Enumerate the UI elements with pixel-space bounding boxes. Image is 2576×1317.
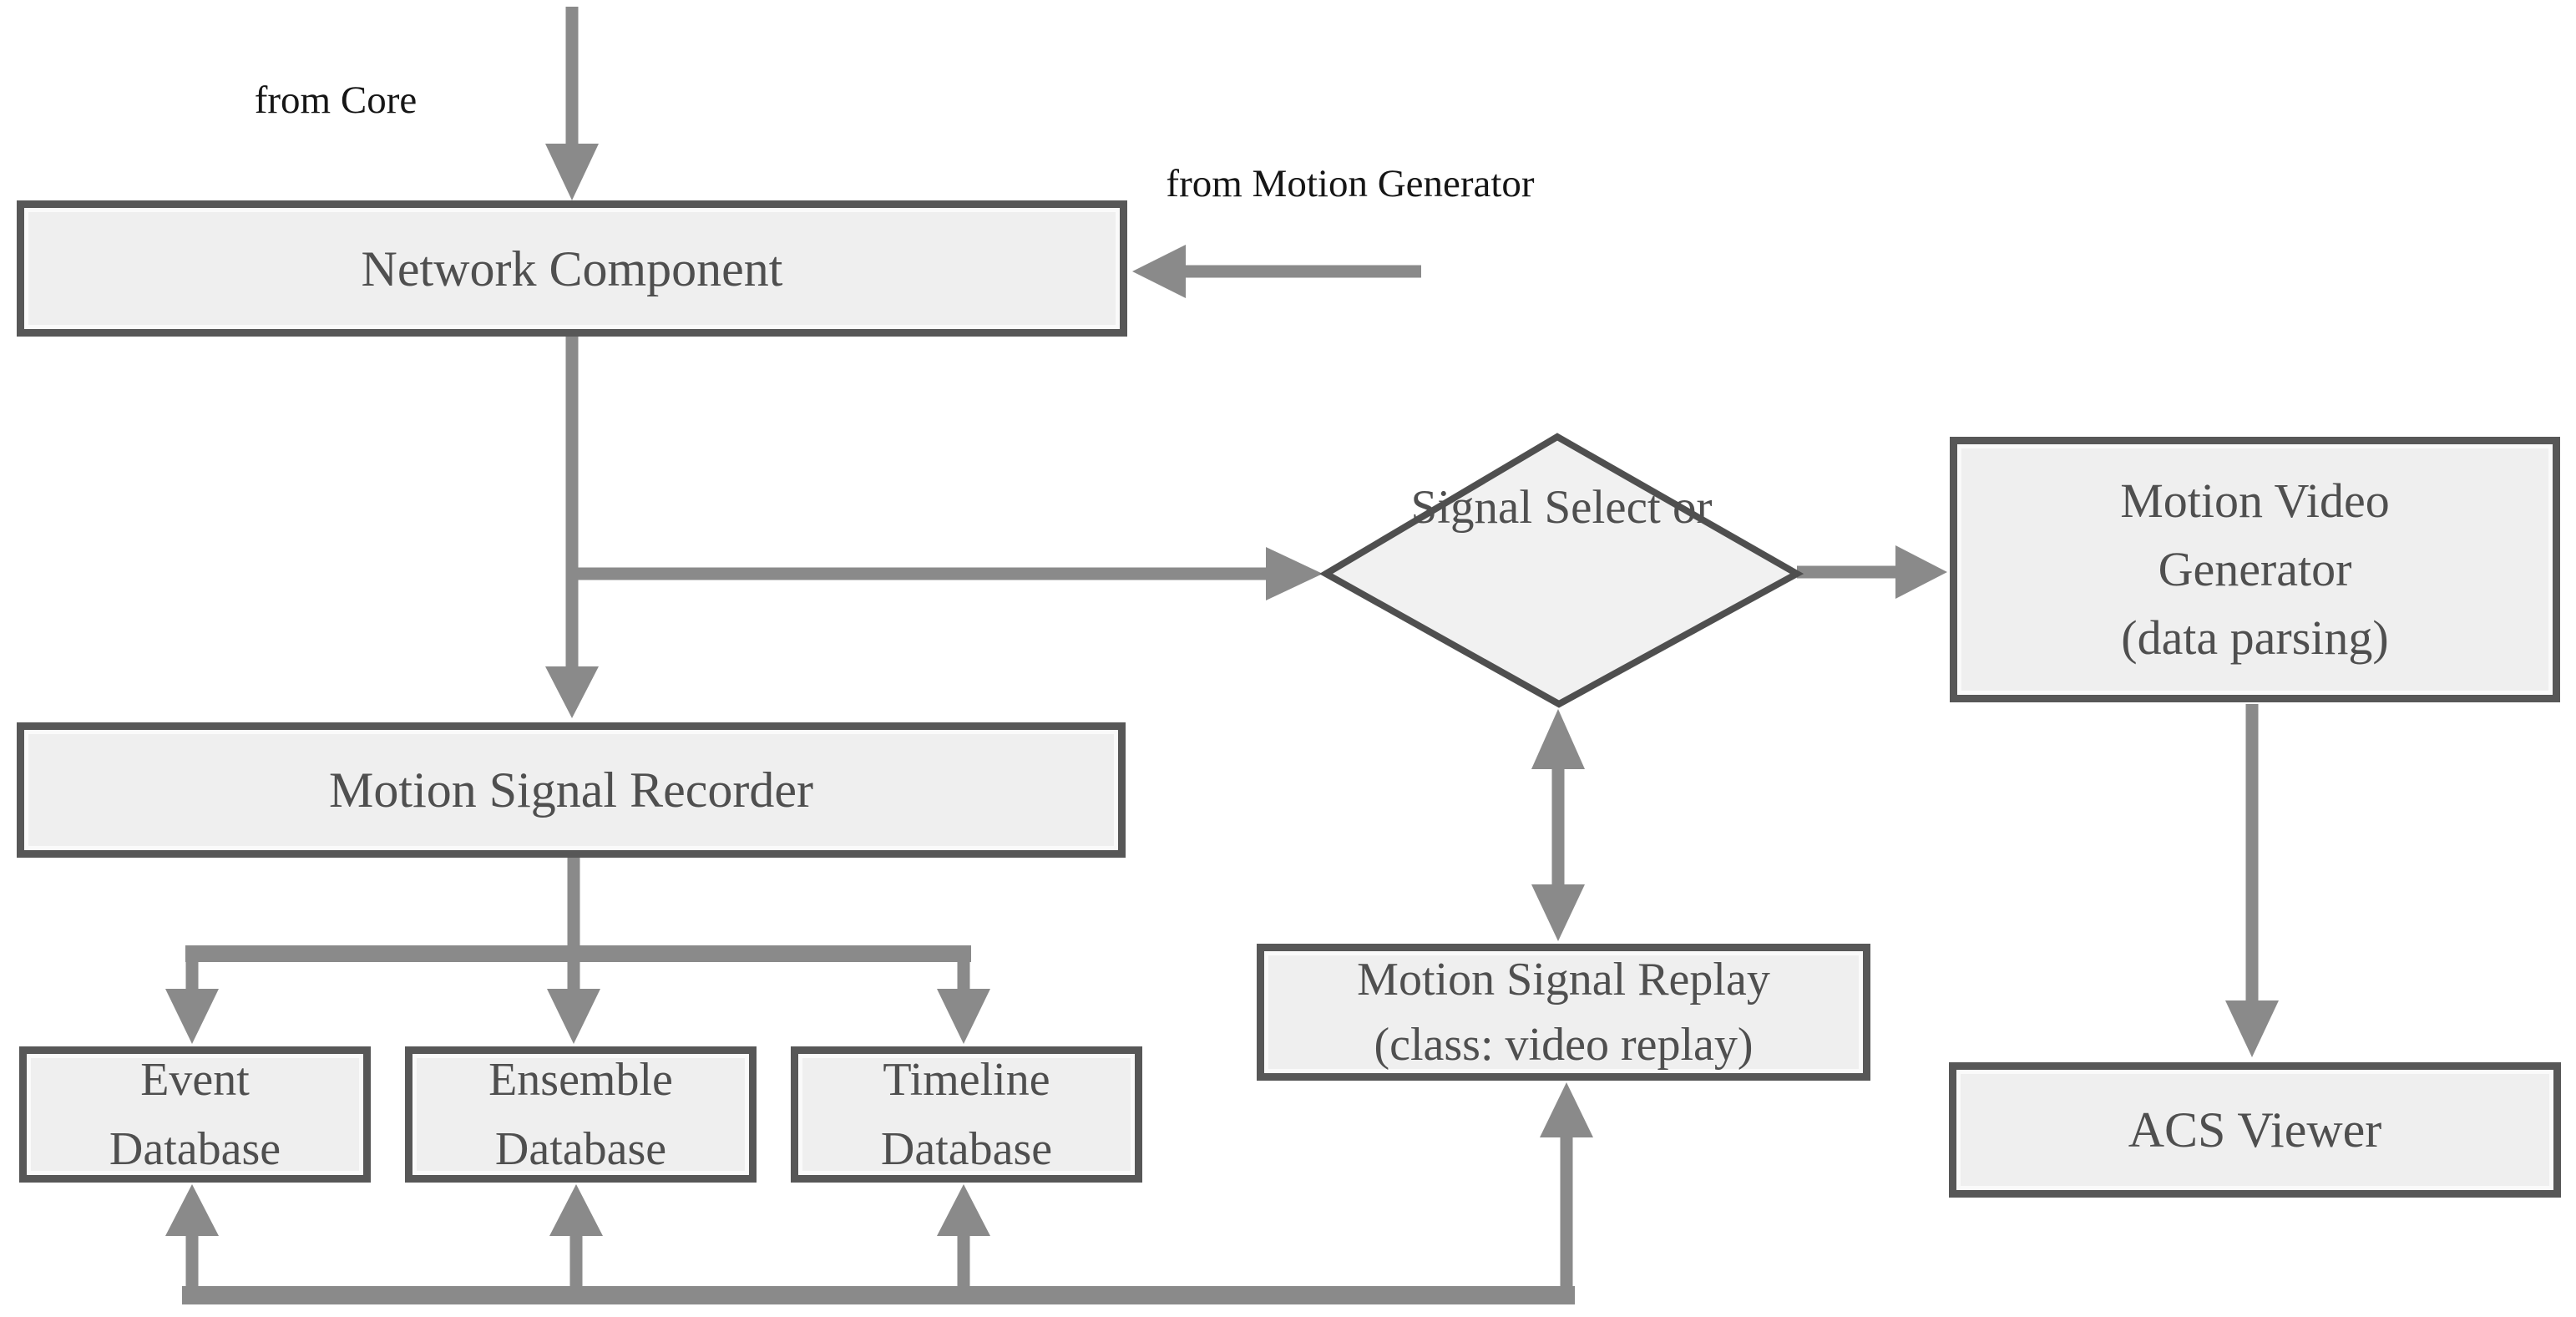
signal-select-line-1: Signal <box>1410 481 1533 534</box>
motion-signal-recorder-node: Motion Signal Recorder <box>17 722 1126 858</box>
event-database-node: Event Database <box>19 1046 371 1183</box>
edge-bar-to-ensemble-arrowhead <box>547 989 600 1044</box>
edge-motiongen-to-network-arrowhead <box>1132 245 1186 298</box>
timeline-database-line-1: Timeline <box>883 1053 1050 1106</box>
ensemble-database-node: Ensemble Database <box>405 1046 757 1183</box>
from-core-label: from Core <box>254 79 418 122</box>
edge-mvg-to-acs-arrowhead <box>2225 1000 2279 1057</box>
edge-network-to-signalselect-arrowhead <box>1266 547 1323 600</box>
edge-bus-to-event-arrowhead <box>165 1184 219 1236</box>
event-database-line-1: Event <box>140 1053 250 1106</box>
event-database-line-2: Database <box>109 1122 281 1175</box>
motion-video-generator-line-1: Motion Video <box>2120 474 2390 528</box>
edge-core-to-network-arrowhead <box>545 144 599 200</box>
signal-select-diamond <box>1318 433 1804 708</box>
timeline-database-line-2: Database <box>880 1122 1053 1175</box>
edge-bus-to-timeline-arrowhead <box>937 1184 990 1236</box>
from-motion-generator-label: from Motion Generator <box>1166 162 1535 205</box>
ensemble-database-line-2: Database <box>494 1122 667 1175</box>
motion-video-generator-line-3: (data parsing) <box>2121 610 2389 665</box>
motion-video-generator-line-2: Generator <box>2158 542 2352 596</box>
edge-signalselect-replay-up-arrowhead <box>1531 709 1585 769</box>
network-component-label: Network Component <box>361 241 783 296</box>
signal-select-label: Signal Select or <box>1326 474 1797 541</box>
acs-viewer-label: ACS Viewer <box>2128 1102 2382 1157</box>
motion-video-generator-node: Motion Video Generator (data parsing) <box>1950 437 2560 702</box>
motion-signal-replay-line-1: Motion Signal Replay <box>1357 954 1770 1005</box>
timeline-database-node: Timeline Database <box>791 1046 1142 1183</box>
motion-signal-replay-line-2: (class: video replay) <box>1374 1019 1754 1071</box>
edge-bus-to-ensemble-arrowhead <box>549 1184 603 1236</box>
edge-signalselect-to-mvg-arrowhead <box>1895 545 1947 599</box>
motion-signal-recorder-label: Motion Signal Recorder <box>329 762 813 818</box>
signal-select-line-3: or <box>1672 481 1713 534</box>
edge-bar-to-event-arrowhead <box>165 989 219 1044</box>
edge-signalselect-replay-down-arrowhead <box>1531 884 1585 941</box>
acs-viewer-node: ACS Viewer <box>1949 1062 2561 1198</box>
edge-network-to-recorder-arrowhead <box>545 666 599 718</box>
network-component-node: Network Component <box>17 200 1127 337</box>
motion-signal-replay-node: Motion Signal Replay (class: video repla… <box>1257 944 1870 1081</box>
edge-bus-to-replay-arrowhead <box>1540 1082 1593 1137</box>
ensemble-database-line-1: Ensemble <box>488 1053 673 1106</box>
signal-select-line-2: Select <box>1544 481 1661 534</box>
edge-bar-to-timeline-arrowhead <box>937 989 990 1044</box>
